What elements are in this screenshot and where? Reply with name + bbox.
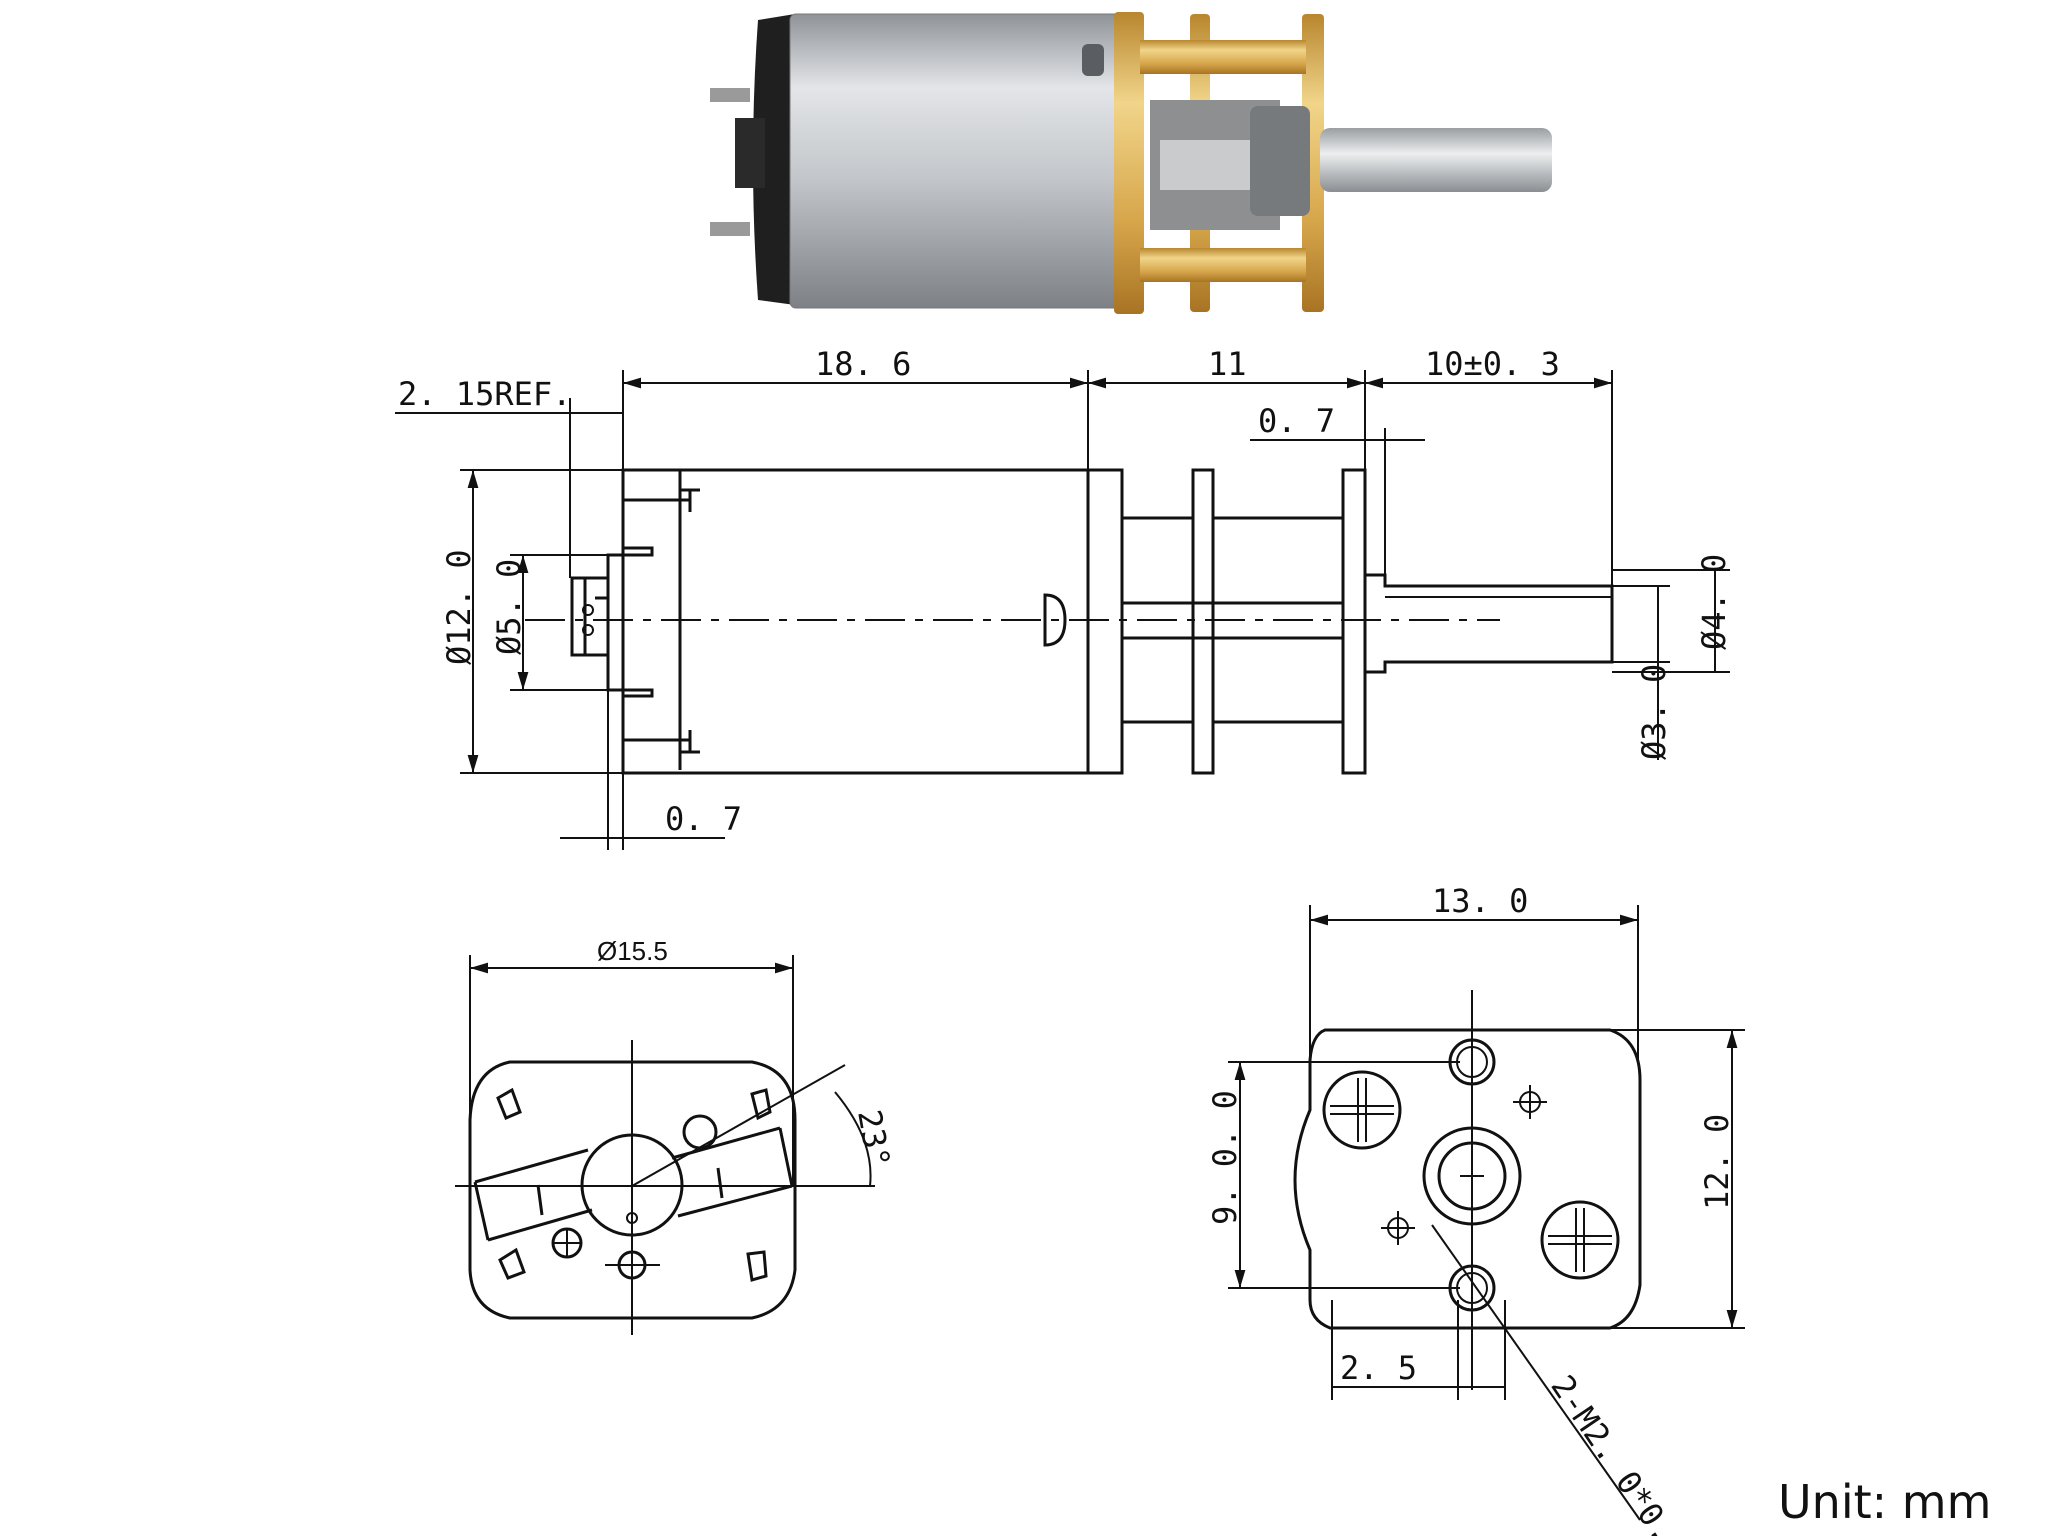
front-boss — [1422, 1126, 1522, 1226]
gearbox-photo — [1114, 12, 1324, 314]
rear-angle-arc — [834, 1091, 872, 1187]
front-height-label: 12. 0 — [1698, 1114, 1736, 1210]
motor-endcap-bushing — [735, 118, 765, 188]
rear-pin-icon — [605, 1240, 660, 1290]
motor-length-label: 18. 6 — [815, 345, 911, 383]
rear-boss — [606, 546, 654, 698]
unit-label: Unit: mm — [1778, 1475, 1991, 1529]
body-diameter-label: Ø12. 0 — [440, 549, 478, 665]
motor-can-slot — [1082, 44, 1104, 76]
side-view: 2. 15REF. 18. 6 11 10±0. 3 0. 7 Ø12. 0 Ø… — [395, 345, 1733, 850]
rear-corner-tr — [750, 1088, 772, 1121]
rear-brush-slot-1 — [536, 1184, 544, 1216]
shaft-diameter-label: Ø3. 0 — [1635, 664, 1673, 760]
boss-diameter-label: Ø5. 0 — [490, 559, 528, 655]
rear-small-hole — [626, 1212, 638, 1224]
hole-spacing-label: 9. 0. 0 — [1206, 1090, 1244, 1225]
shaft-flat-label: Ø4. 0 — [1695, 554, 1733, 650]
brush-tab-top — [680, 488, 700, 512]
rear-brush-slot-2 — [716, 1167, 724, 1199]
rear-hole — [682, 1114, 718, 1150]
gearbox-posts — [1122, 516, 1343, 724]
front-target-icon-1 — [1513, 1085, 1547, 1119]
rear-corner-bl — [498, 1247, 526, 1280]
thread-label: 2-M2. 0*0. 3 — [1543, 1368, 1704, 1536]
front-outline — [1293, 1028, 1642, 1330]
motor-terminal-top — [710, 88, 750, 102]
gearbox-plate-a — [1086, 468, 1124, 775]
offset-label: 2. 5 — [1340, 1349, 1417, 1387]
can-vent — [1043, 593, 1067, 647]
terminal-hole — [582, 604, 594, 616]
output-shaft-photo — [1320, 128, 1552, 192]
motor-terminal-bottom — [710, 222, 750, 236]
rear-outline — [468, 1060, 797, 1320]
front-end-view: 13. 0 12. 0 — [1206, 882, 1745, 1536]
motor-can — [789, 13, 1123, 309]
gearbox-plate-1 — [1114, 12, 1144, 314]
gearbox-length-label: 11 — [1208, 345, 1247, 383]
brush-tab-bottom — [680, 730, 700, 754]
front-target-icon-2 — [1381, 1211, 1415, 1245]
rear-endcap-outline — [623, 470, 690, 770]
gearbox-plate-c — [1341, 468, 1367, 775]
rear-brush-band — [473, 1126, 794, 1242]
rear-width-label: Ø15.5 — [597, 936, 668, 966]
terminal-hole-2 — [582, 624, 594, 636]
rear-end-view: Ø15.5 23° — [455, 936, 898, 1335]
front-shaft — [1437, 1141, 1507, 1211]
rear-screw-icon — [551, 1227, 583, 1259]
gearbox-plate-b — [1191, 468, 1215, 775]
gear-large — [1250, 106, 1310, 216]
rear-corner-tl — [496, 1087, 522, 1120]
rear-angle-label: 23° — [850, 1107, 897, 1171]
terminal — [570, 576, 608, 657]
plate-thickness-label: 0. 7 — [1258, 402, 1335, 440]
rear-angle-leader — [631, 1064, 846, 1187]
front-screw-icon-right — [1540, 1200, 1620, 1280]
gearbox-plate-3 — [1302, 14, 1324, 312]
endcap-offset-label: 0. 7 — [665, 800, 742, 838]
output-shaft-outline — [1365, 573, 1614, 674]
motor-body-outline — [621, 468, 1090, 775]
front-width-label: 13. 0 — [1432, 882, 1528, 920]
rear-corner-br — [746, 1250, 768, 1282]
motor-photo — [710, 12, 1552, 314]
gearbox-spacer-bottom — [1140, 248, 1306, 282]
shaft-length-label: 10±0. 3 — [1425, 345, 1560, 383]
motor-endcap — [753, 14, 795, 305]
rear-bearing — [580, 1133, 684, 1237]
gearbox-spacer-top — [1140, 40, 1306, 74]
front-screw-icon-left — [1322, 1070, 1402, 1150]
ref-label: 2. 15REF. — [398, 375, 571, 413]
thread-leader — [1431, 1224, 1641, 1521]
